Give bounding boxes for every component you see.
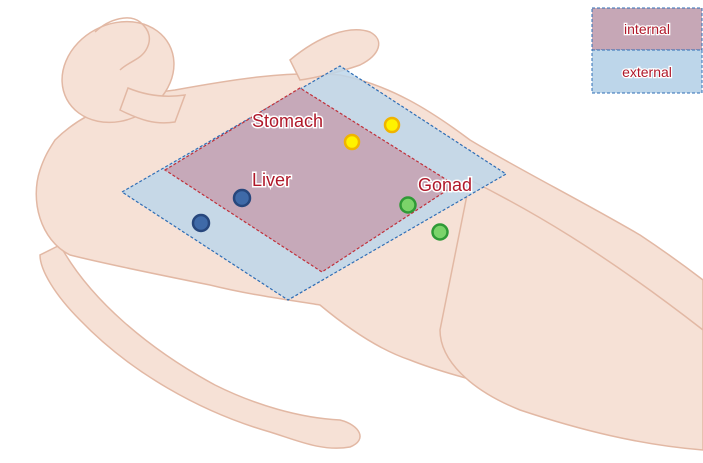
gonad-marker <box>433 225 448 240</box>
gonad-marker <box>401 198 416 213</box>
stomach-label: Stomach <box>252 111 323 131</box>
liver-marker <box>193 215 209 231</box>
legend-external-label: external <box>622 64 672 80</box>
liver-marker <box>234 190 250 206</box>
stomach-marker <box>385 118 399 132</box>
legend-internal-label: internal <box>624 21 670 37</box>
legend: internal external <box>592 8 702 93</box>
gonad-label: Gonad <box>418 175 472 195</box>
liver-label: Liver <box>252 170 291 190</box>
stomach-marker <box>345 135 359 149</box>
